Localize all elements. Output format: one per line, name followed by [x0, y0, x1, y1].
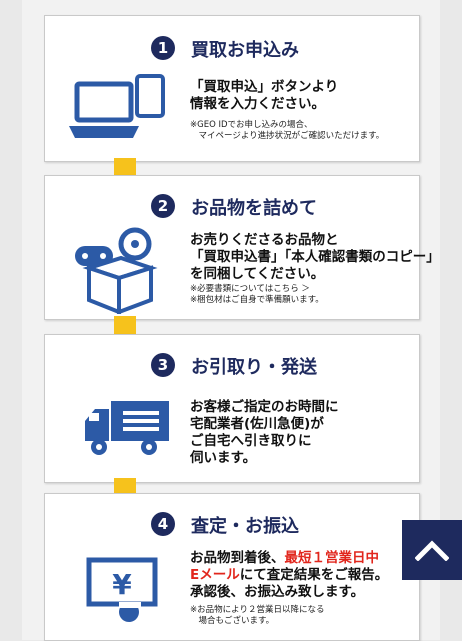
step-description: 「買取申込」ボタンより 情報を入力ください。 [190, 79, 339, 112]
laptop-phone-icon [69, 74, 165, 138]
step-number-badge: 1 [151, 36, 175, 60]
step-title: 査定・お振込 [191, 516, 299, 537]
step-card-2: 2 お品物を詰めて お売りくださるお品物と 「買取申込書」「本人確認書類のコピー… [44, 175, 440, 320]
yen-payment-icon: ¥ [86, 557, 158, 622]
step-title: 買取お申込み [191, 40, 299, 61]
step-card-4: 4 査定・お振込 ¥ お品物到着後、最短１営業日中 Eメールにて査定結果をご報告… [44, 493, 420, 641]
step-title: お引取り・発送 [191, 357, 317, 378]
step-number-badge: 3 [151, 353, 175, 377]
required-documents-link[interactable]: ※必要書類についてはこちら ＞ [190, 284, 310, 294]
step-note: ※GEO IDでお申し込みの場合、 マイページより進捗状況がご確認いただけます。 [190, 120, 385, 141]
step-card-3: 3 お引取り・発送 お客様ご指定のお時間に 宅配業者(佐川急便)が ご自宅へ引き… [44, 334, 420, 483]
step-description: お品物到着後、最短１営業日中 Eメールにて査定結果をご報告。 承認後、お振込み致… [190, 550, 389, 600]
truck-icon [85, 401, 169, 455]
step-description: お売りくださるお品物と 「買取申込書」「本人確認書類のコピー」 を同梱してくださ… [190, 232, 440, 282]
chevron-up-icon [415, 540, 449, 561]
step-number-badge: 2 [151, 194, 175, 218]
step-card-1: 1 買取お申込み 「買取申込」ボタンより 情報を入力ください。 ※GEO IDで… [44, 15, 420, 162]
svg-text:¥: ¥ [112, 568, 132, 601]
box-items-icon [75, 227, 158, 314]
scroll-to-top-button[interactable] [402, 520, 462, 580]
step-note: ※お品物により２営業日以降になる 場合もございます。 [190, 605, 325, 626]
step-description: お客様ご指定のお時間に 宅配業者(佐川急便)が ご自宅へ引き取りに 伺います。 [190, 399, 339, 466]
step-title: お品物を詰めて [191, 198, 317, 219]
step-number-badge: 4 [151, 512, 175, 536]
step-note: ※必要書類についてはこちら ＞ ※梱包材はご自身で準備願います。 [190, 284, 324, 305]
